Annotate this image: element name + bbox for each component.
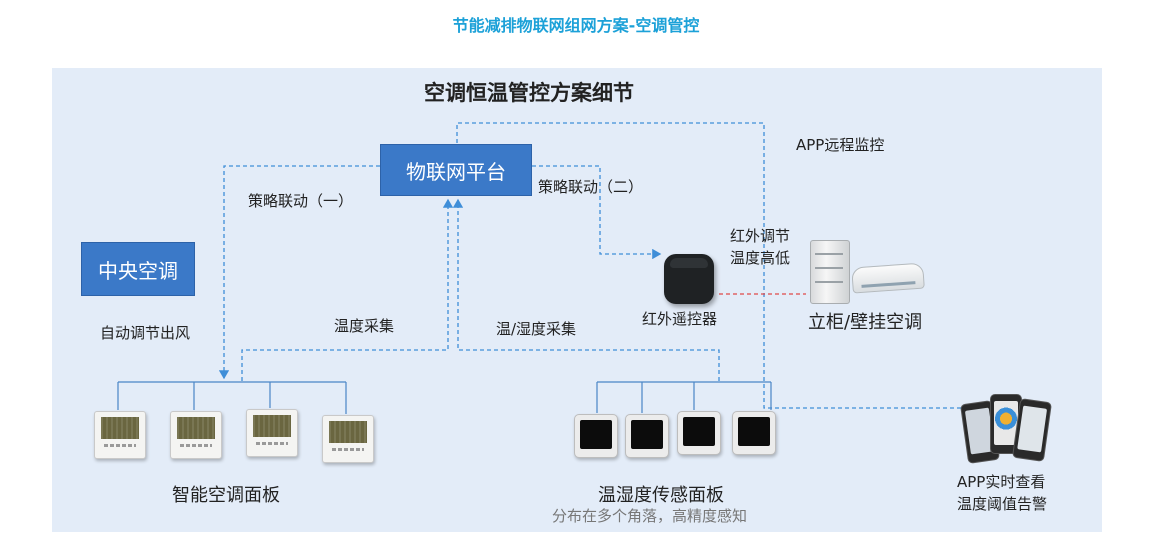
auto-adjust-label: 自动调节出风 bbox=[100, 324, 191, 342]
app-view-label-2: 温度阈值告警 bbox=[957, 495, 1048, 513]
diagram-panel: 空调恒温管控方案细节 物联网平台 中央空调 策略联动（一） 策略联动（二） AP… bbox=[52, 68, 1102, 532]
strategy-link-2-label: 策略联动（二） bbox=[538, 178, 644, 196]
ir-adjust-label-1: 红外调节 bbox=[730, 227, 791, 245]
app-remote-line bbox=[456, 122, 967, 409]
ir-remote-controller-icon bbox=[664, 254, 714, 304]
central-ac-box: 中央空调 bbox=[81, 242, 195, 296]
ac-control-panel-icon bbox=[322, 415, 374, 463]
temp-collect-label: 温度采集 bbox=[334, 317, 395, 335]
sensor-panel-label: 温湿度传感面板 bbox=[598, 485, 724, 506]
sensor-panel-sublabel: 分布在多个角落，高精度感知 bbox=[552, 507, 748, 525]
temp-collect-line bbox=[241, 198, 454, 381]
iot-platform-box: 物联网平台 bbox=[380, 144, 532, 196]
ac-control-panel-icon bbox=[170, 411, 222, 459]
smartphone-app-icon bbox=[959, 390, 1053, 468]
smart-panel-label: 智能空调面板 bbox=[172, 485, 280, 506]
diagram-title: 空调恒温管控方案细节 bbox=[424, 81, 634, 105]
wall-air-conditioner-icon bbox=[851, 262, 925, 294]
ir-remote-label: 红外遥控器 bbox=[642, 310, 718, 328]
air-conditioner-icon bbox=[810, 240, 850, 304]
temperature-humidity-sensor-icon bbox=[677, 411, 721, 455]
temperature-humidity-sensor-icon bbox=[732, 411, 776, 455]
app-view-label-1: APP实时查看 bbox=[957, 473, 1046, 491]
smart-panel-bus bbox=[117, 381, 347, 414]
sensor-panel-bus bbox=[596, 381, 772, 413]
hum-collect-label: 温/湿度采集 bbox=[496, 320, 577, 338]
ir-adjust-label-2: 温度高低 bbox=[730, 249, 791, 267]
ac-control-panel-icon bbox=[94, 411, 146, 459]
ac-control-panel-icon bbox=[246, 409, 298, 457]
temperature-humidity-sensor-icon bbox=[574, 414, 618, 458]
hum-collect-line bbox=[452, 198, 720, 381]
connection-lines bbox=[117, 122, 967, 414]
strategy-link-1-line bbox=[218, 165, 380, 380]
strategy-link-2-line bbox=[532, 165, 662, 260]
strategy-link-1-label: 策略联动（一） bbox=[248, 192, 354, 210]
app-remote-label: APP远程监控 bbox=[796, 136, 885, 154]
page-title: 节能减排物联网组网方案-空调管控 bbox=[452, 16, 700, 35]
ac-unit-label: 立柜/壁挂空调 bbox=[808, 312, 923, 333]
temperature-humidity-sensor-icon bbox=[625, 414, 669, 458]
